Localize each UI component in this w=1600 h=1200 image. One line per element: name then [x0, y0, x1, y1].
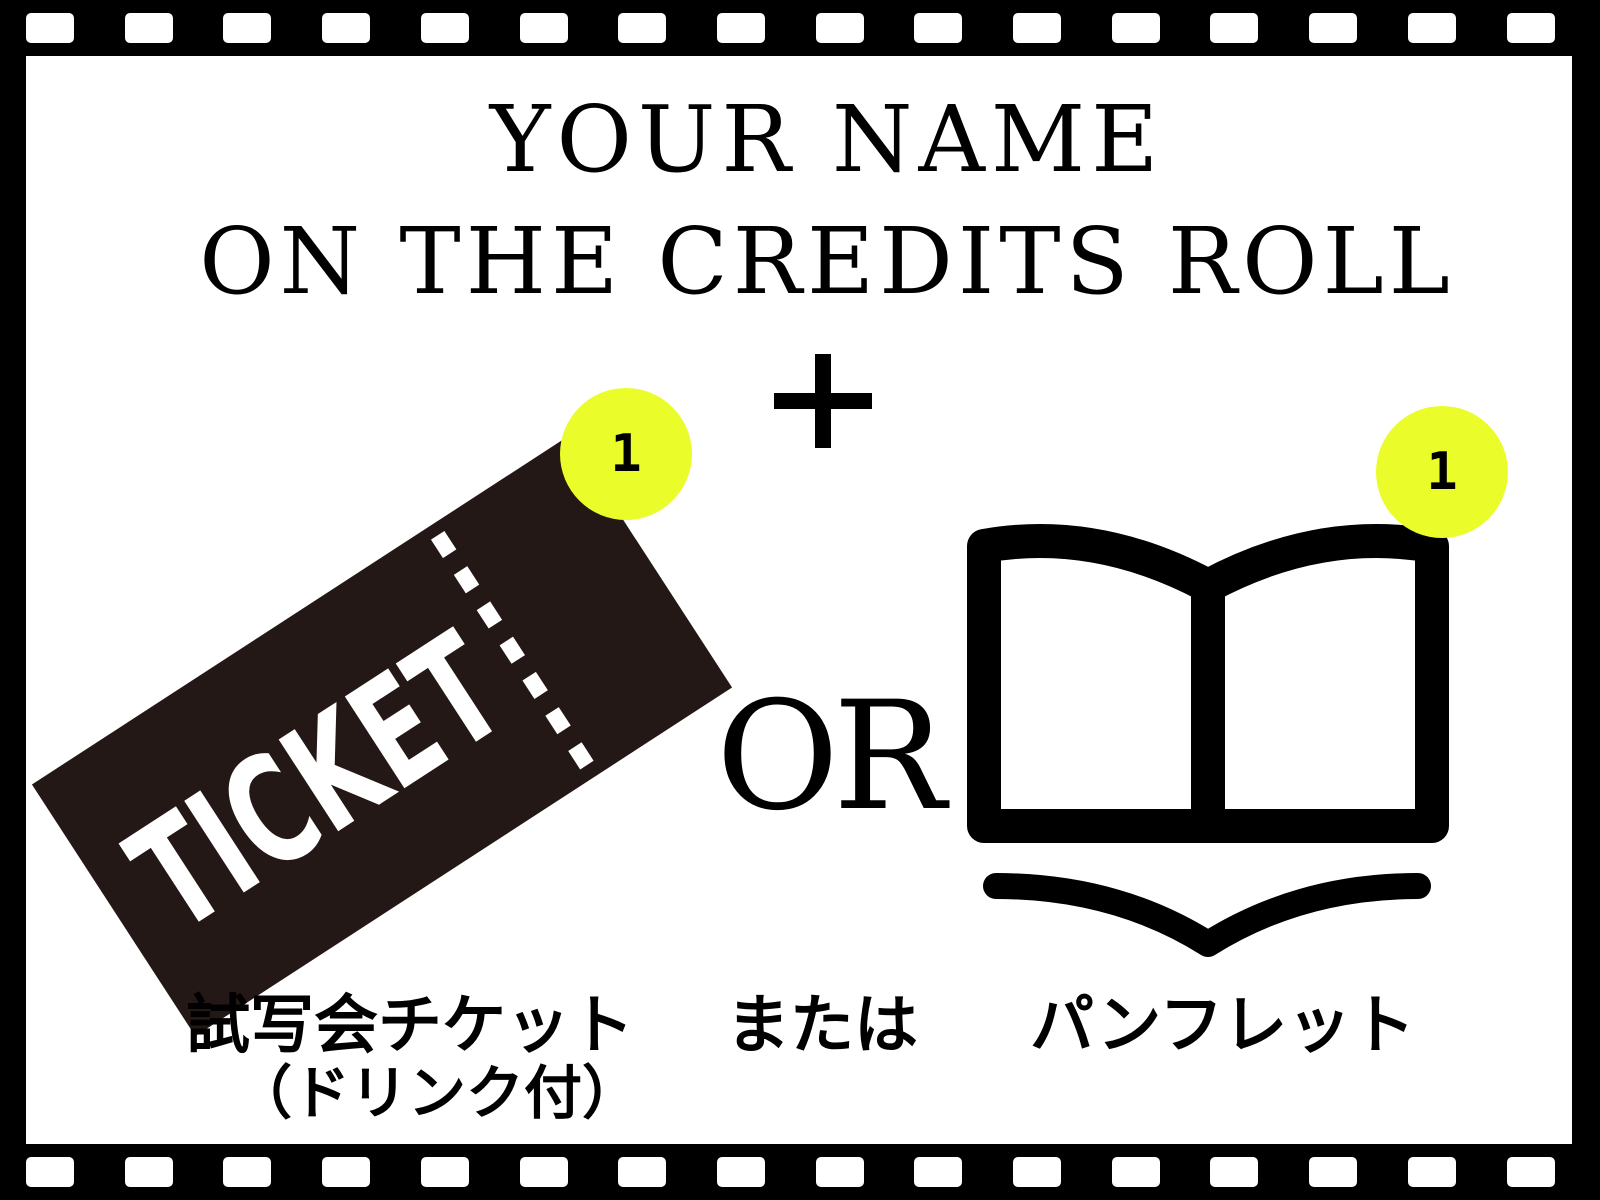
sprocket-hole [124, 13, 173, 43]
sprocket-hole [1111, 1157, 1160, 1187]
film-strip-top [0, 0, 1600, 56]
sprocket-hole [1407, 13, 1456, 43]
sprocket-hole [1309, 1157, 1358, 1187]
film-panel: YOUR NAME ON THE CREDITS ROLL TICKET [26, 56, 1572, 1144]
sprocket-hole [716, 13, 765, 43]
sprocket-hole [519, 1157, 568, 1187]
sprocket-hole [914, 1157, 963, 1187]
sprocket-hole [618, 1157, 667, 1187]
film-strip-bottom [0, 1144, 1600, 1200]
sprocket-hole [1210, 13, 1259, 43]
sprocket-hole [716, 1157, 765, 1187]
or-label: OR [716, 670, 946, 844]
sprocket-hole [618, 13, 667, 43]
sprocket-hole [223, 1157, 272, 1187]
sprocket-hole [420, 1157, 469, 1187]
sprocket-hole [223, 13, 272, 43]
sprocket-hole [1407, 1157, 1456, 1187]
sprocket-hole [815, 13, 864, 43]
ticket-caption: 試写会チケット [186, 989, 634, 1063]
plus-icon [774, 354, 872, 448]
ticket-icon: TICKET [31, 435, 733, 1036]
ticket-caption-note: （ドリンク付） [234, 1059, 641, 1127]
sprocket-hole [322, 1157, 371, 1187]
sprocket-hole [815, 1157, 864, 1187]
sprocket-hole [1013, 13, 1061, 43]
heading-line-1: YOUR NAME [489, 86, 1165, 193]
sprocket-hole [1506, 13, 1555, 43]
pamphlet-caption: パンフレット [1030, 989, 1416, 1063]
or-caption: または [726, 989, 918, 1063]
sprocket-hole [1210, 1157, 1259, 1187]
sprocket-hole [26, 13, 74, 43]
sprocket-hole [1506, 1157, 1555, 1187]
sprocket-hole [914, 13, 963, 43]
sprocket-hole [124, 1157, 173, 1187]
sprocket-hole [322, 13, 371, 43]
sprocket-hole [420, 13, 469, 43]
heading-line-2: ON THE CREDITS ROLL [199, 208, 1455, 315]
pamphlet-count-badge: 1 [1376, 406, 1508, 538]
sprocket-hole [1111, 13, 1160, 43]
sprocket-hole [26, 1157, 74, 1187]
sprocket-hole [1309, 13, 1358, 43]
sprocket-hole [1013, 1157, 1061, 1187]
sprocket-hole [519, 13, 568, 43]
open-book-icon [967, 524, 1449, 957]
ticket-count-badge: 1 [560, 388, 692, 520]
